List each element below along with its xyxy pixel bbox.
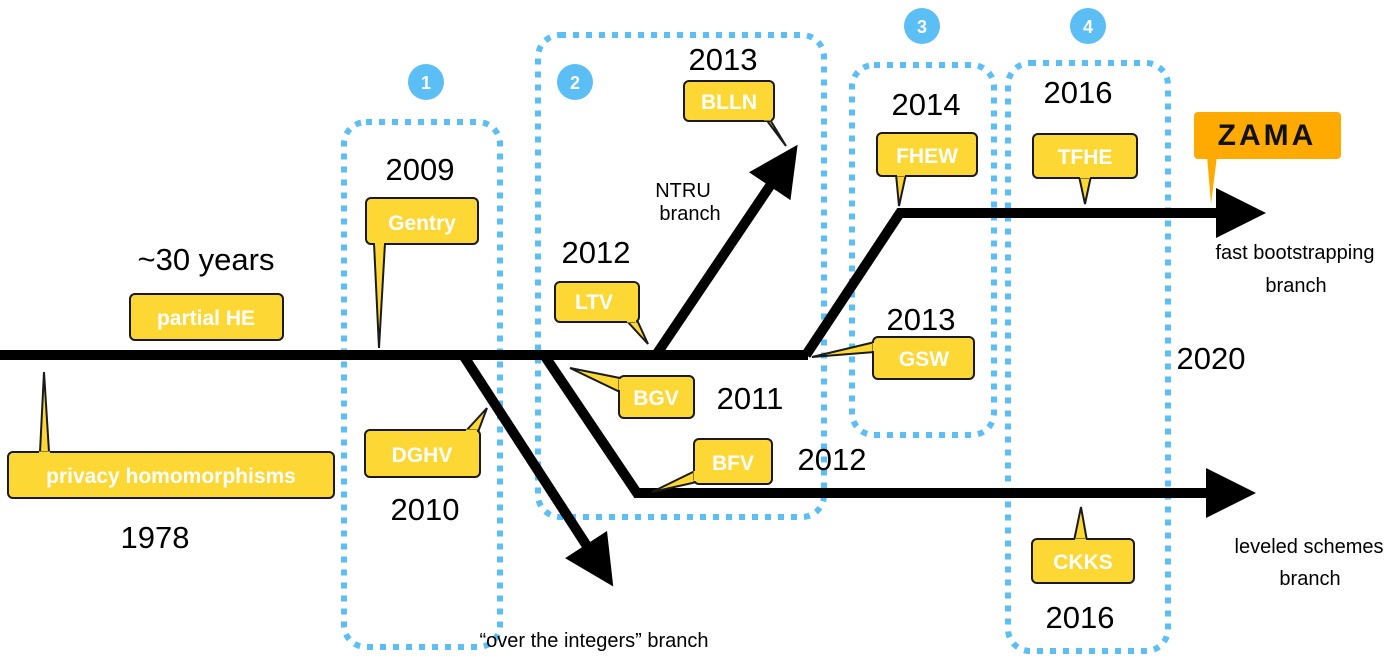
tag-fhew: FHEW (876, 132, 978, 207)
era-circle-1: 1 (408, 64, 444, 100)
year-2016-tfhe: 2016 (1044, 75, 1113, 110)
era-number-1: 1 (421, 73, 431, 93)
ntru-branch-line (651, 144, 798, 358)
tag-tfhe: TFHE (1032, 133, 1138, 205)
partial-he-duration: ~30 years (137, 242, 274, 277)
integers-branch-label: “over the integers” branch (479, 630, 708, 652)
leveled-branch-line (539, 352, 1256, 518)
year-2013-blln: 2013 (689, 42, 758, 77)
year-2012-ltv: 2012 (562, 235, 631, 270)
tag-label: FHEW (896, 145, 958, 168)
year-2013-gsw: 2013 (887, 302, 956, 337)
tag-label: BFV (712, 452, 754, 475)
leveled-branch-label-line1: leveled schemes (1235, 536, 1384, 558)
era-circle-3: 3 (904, 8, 940, 44)
tag-partial-he: partial HE (129, 293, 284, 341)
year-2010: 2010 (391, 492, 460, 527)
tag-label: partial HE (157, 307, 255, 330)
year-2009: 2009 (386, 152, 455, 187)
tag-label: TFHE (1058, 146, 1113, 169)
era-box-4 (1005, 60, 1171, 654)
tag-label: privacy homomorphisms (46, 465, 296, 488)
integers-branch-line (458, 352, 614, 587)
tag-zama: ZAMA (1194, 112, 1341, 204)
fast-bootstrapping-label-line1: fast bootstrapping (1216, 242, 1375, 264)
era-number-2: 2 (570, 73, 580, 93)
ntru-branch-label-line1: NTRU (655, 180, 711, 202)
year-2011: 2011 (717, 381, 784, 416)
era-box-2 (535, 32, 827, 520)
era-boxes (341, 32, 1171, 654)
fast-bootstrapping-label-line2: branch (1265, 275, 1326, 297)
tag-label: Gentry (388, 212, 456, 235)
tag-label: BGV (633, 387, 679, 410)
tag-label: GSW (899, 348, 949, 371)
tag-gsw: GSW (811, 336, 975, 380)
tag-label: DGHV (392, 444, 453, 467)
era-number-3: 3 (917, 17, 927, 37)
year-2014: 2014 (892, 87, 961, 122)
tag-privacy-homomorphisms: privacy homomorphisms (7, 371, 335, 499)
tag-label: CKKS (1053, 551, 1113, 574)
tag-bfv: BFV (651, 438, 773, 493)
tag-label: LTV (575, 291, 613, 314)
era-box-1 (341, 119, 503, 650)
tag-gentry: Gentry (365, 197, 479, 349)
tag-label: BLLN (701, 91, 757, 114)
year-2016-ckks: 2016 (1046, 600, 1115, 635)
tag-ckks: CKKS (1031, 506, 1135, 584)
zama-logo-text: ZAMA (1218, 119, 1317, 152)
era-circle-2: 2 (557, 64, 593, 100)
year-1978: 1978 (121, 520, 190, 555)
fast-bootstrapping-line (801, 188, 1266, 358)
tag-ltv: LTV (554, 281, 649, 345)
ntru-branch-label-line2: branch (659, 203, 720, 225)
year-2020: 2020 (1177, 341, 1246, 376)
era-circle-4: 4 (1070, 8, 1106, 44)
tag-dghv: DGHV (364, 407, 488, 478)
tag-bgv: BGV (569, 367, 695, 419)
tag-blln: BLLN (683, 80, 787, 147)
era-number-4: 4 (1083, 17, 1093, 37)
timeline-lines (0, 144, 1266, 587)
year-2012-bfv: 2012 (798, 442, 867, 477)
era-number-circles: 1 2 3 4 (408, 8, 1106, 100)
leveled-branch-label-line2: branch (1279, 568, 1340, 590)
